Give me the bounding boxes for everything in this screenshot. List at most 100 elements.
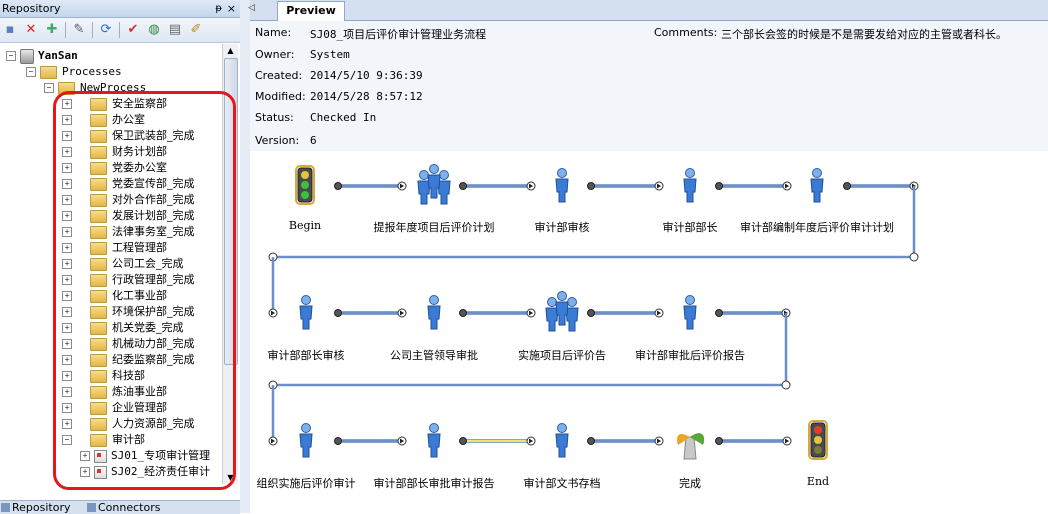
expand-icon[interactable]: + [62, 243, 72, 253]
tab-connectors[interactable]: Connectors [86, 501, 160, 514]
person-node[interactable] [427, 295, 441, 330]
collapse-icon[interactable]: − [44, 83, 54, 93]
tree-process-item[interactable]: +SJ01_专项审计管理 [80, 448, 210, 464]
delete-icon[interactable]: ✕ [25, 22, 37, 37]
complete-node[interactable] [677, 433, 705, 460]
scroll-up-icon[interactable]: ▲ [227, 46, 234, 55]
expand-icon[interactable]: + [62, 115, 72, 125]
expand-icon[interactable]: + [62, 371, 72, 381]
expand-icon[interactable]: + [62, 211, 72, 221]
checkout-icon[interactable]: ✔ [127, 22, 139, 37]
expand-icon[interactable]: + [62, 147, 72, 157]
tree-folder-item[interactable]: +安全监察部 [62, 96, 167, 112]
edit-icon[interactable]: ✎ [73, 22, 85, 37]
person-node[interactable] [299, 295, 313, 330]
tree-folder-item[interactable]: +党委宣传部_完成 [62, 176, 195, 192]
expand-icon[interactable]: + [62, 99, 72, 109]
tree-folder-item[interactable]: +机械动力部_完成 [62, 336, 195, 352]
document-icon[interactable]: ▤ [168, 22, 182, 37]
person-node[interactable] [683, 295, 697, 330]
tree-folder-item[interactable]: +企业管理部 [62, 400, 167, 416]
group-node[interactable] [427, 164, 441, 199]
owner-value: System [310, 48, 350, 61]
expand-icon[interactable]: + [62, 227, 72, 237]
collapse-icon[interactable]: − [62, 435, 72, 445]
tree-new-process[interactable]: −NewProcess [44, 80, 146, 96]
pane-splitter[interactable] [240, 0, 250, 513]
expand-icon[interactable]: + [62, 419, 72, 429]
begin-node[interactable] [295, 165, 315, 205]
connectors-icon [87, 503, 96, 512]
expand-icon[interactable]: + [62, 275, 72, 285]
close-icon[interactable]: × [226, 2, 236, 15]
tree-folder-item[interactable]: +发展计划部_完成 [62, 208, 195, 224]
tree-folder-item[interactable]: +保卫武装部_完成 [62, 128, 195, 144]
tree-folder-item[interactable]: +法律事务室_完成 [62, 224, 195, 240]
person-node[interactable] [427, 423, 441, 458]
folder-icon [90, 369, 107, 383]
repository-pane: Repository ᵽ × ▪ ✕ ✚ ✎ ⟳ ✔ ◍ ▤ ✐ −YanSan… [0, 0, 241, 514]
expand-icon[interactable]: + [62, 259, 72, 269]
expand-icon[interactable]: + [62, 387, 72, 397]
pin-icon[interactable]: ᵽ [215, 3, 222, 14]
flow-node-label: Begin [288, 219, 322, 232]
expand-icon[interactable]: + [62, 163, 72, 173]
tree-folder-item[interactable]: −审计部 [62, 432, 145, 448]
tab-nav-left-icon[interactable]: ◁ [248, 3, 255, 13]
expand-icon[interactable]: + [62, 131, 72, 141]
tab-repository[interactable]: Repository [0, 501, 71, 514]
tree-processes[interactable]: −Processes [26, 64, 122, 80]
folder-icon [90, 305, 107, 319]
tree-process-item[interactable]: +SJ02_经济责任审计 [80, 464, 210, 480]
tree-folder-item[interactable]: +行政管理部_完成 [62, 272, 195, 288]
scroll-down-icon[interactable]: ▼ [227, 473, 234, 482]
tree-folder-item[interactable]: +办公室 [62, 112, 145, 128]
group-node[interactable] [555, 291, 569, 326]
expand-icon[interactable]: + [62, 291, 72, 301]
group-node[interactable] [417, 170, 431, 205]
tree-folder-item[interactable]: +化工事业部 [62, 288, 167, 304]
group-node[interactable] [565, 297, 579, 332]
tree-folder-item[interactable]: +环境保护部_完成 [62, 304, 195, 320]
tree-folder-item[interactable]: +公司工会_完成 [62, 256, 184, 272]
expand-icon[interactable]: + [80, 451, 90, 461]
properties-icon[interactable]: ✐ [190, 22, 202, 37]
expand-icon[interactable]: + [80, 467, 90, 477]
person-node[interactable] [810, 168, 824, 203]
tab-preview[interactable]: Preview [277, 1, 345, 21]
tree-folder-item[interactable]: +对外合作部_完成 [62, 192, 195, 208]
person-node[interactable] [683, 168, 697, 203]
end-node[interactable] [808, 420, 828, 460]
tree-folder-item[interactable]: +党委办公室 [62, 160, 167, 176]
tree-folder-item[interactable]: +工程管理部 [62, 240, 167, 256]
flow-connector-start [843, 182, 851, 190]
tree-folder-item[interactable]: +炼油事业部 [62, 384, 167, 400]
tree-folder-item[interactable]: +纪委监察部_完成 [62, 352, 195, 368]
refresh-icon[interactable]: ⟳ [100, 22, 112, 37]
flow-connector-arrow [271, 438, 275, 444]
expand-icon[interactable]: + [62, 403, 72, 413]
collapse-icon[interactable]: − [26, 67, 36, 77]
expand-icon[interactable]: + [62, 179, 72, 189]
person-node[interactable] [299, 423, 313, 458]
new-item-icon[interactable]: ▪ [5, 22, 15, 37]
expand-icon[interactable]: + [62, 307, 72, 317]
tree-folder-item[interactable]: +机关党委_完成 [62, 320, 184, 336]
person-node[interactable] [555, 423, 569, 458]
group-node[interactable] [437, 170, 451, 205]
tree-folder-item[interactable]: +人力资源部_完成 [62, 416, 195, 432]
expand-icon[interactable]: + [62, 339, 72, 349]
tree-scrollbar[interactable]: ▲ ▼ [222, 44, 238, 484]
tree-root[interactable]: −YanSan [6, 48, 78, 64]
expand-icon[interactable]: + [62, 323, 72, 333]
expand-icon[interactable]: + [62, 195, 72, 205]
globe-icon[interactable]: ◍ [148, 22, 160, 37]
expand-icon[interactable]: + [62, 355, 72, 365]
tree-folder-item[interactable]: +科技部 [62, 368, 145, 384]
add-icon[interactable]: ✚ [46, 22, 58, 37]
tree-folder-item[interactable]: +财务计划部 [62, 144, 167, 160]
collapse-icon[interactable]: − [6, 51, 16, 61]
group-node[interactable] [545, 297, 559, 332]
scrollbar-thumb[interactable] [224, 58, 238, 365]
person-node[interactable] [555, 168, 569, 203]
